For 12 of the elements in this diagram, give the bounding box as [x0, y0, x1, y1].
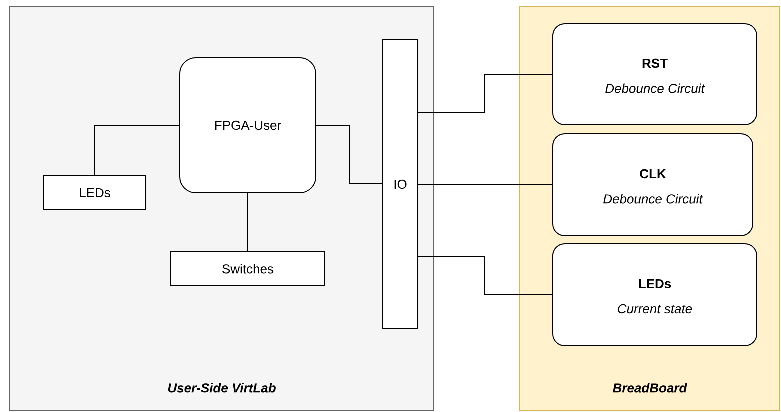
connector: [94, 125, 180, 176]
component-box: CLK Debounce Circuit: [552, 134, 754, 236]
process-box: IO: [382, 40, 418, 330]
connector: [418, 256, 553, 296]
process-box: Switches: [170, 252, 326, 286]
component-box: RST Debounce Circuit: [552, 24, 758, 126]
process-box: FPGA-User: [180, 58, 316, 194]
process-box: LEDs: [44, 176, 146, 210]
connector: [418, 74, 553, 114]
connector: [418, 184, 553, 186]
component-box: LEDs Current state: [552, 244, 758, 346]
connector: [316, 125, 383, 184]
